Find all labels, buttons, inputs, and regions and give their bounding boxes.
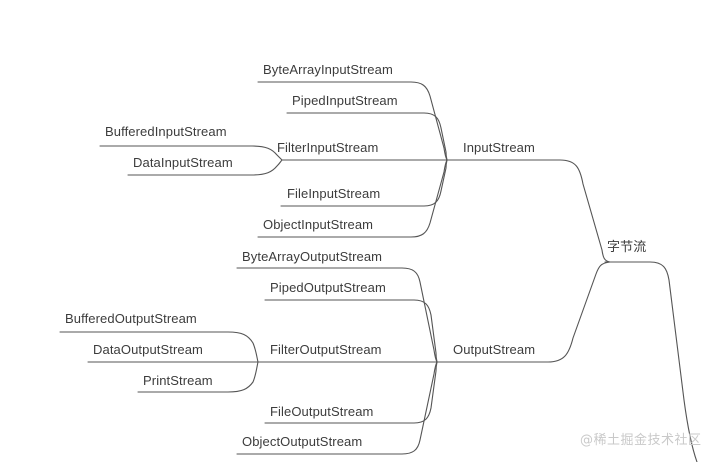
node-dataoutputstream[interactable]: DataOutputStream [93, 342, 203, 357]
wire-pipedoutputstream [264, 299, 438, 363]
wire-datainputstream [127, 159, 283, 176]
node-datainputstream[interactable]: DataInputStream [133, 155, 233, 170]
wire-pipedinputstream [286, 112, 448, 161]
wire-printstream [137, 361, 259, 393]
wire-outputstream-to-root [436, 261, 611, 363]
node-inputstream[interactable]: InputStream [463, 140, 535, 155]
wire-inputstream-to-root [446, 159, 611, 263]
node-objectinputstream[interactable]: ObjectInputStream [263, 217, 374, 232]
node-pipedoutputstream[interactable]: PipedOutputStream [270, 280, 386, 295]
node-bufferedoutputstream[interactable]: BufferedOutputStream [65, 311, 197, 326]
node-pipedinputstream[interactable]: PipedInputStream [292, 93, 398, 108]
node-filterinputstream[interactable]: FilterInputStream [277, 140, 379, 155]
node-bytearrayinputstream[interactable]: ByteArrayInputStream [263, 62, 393, 77]
node-root-byte-stream[interactable]: 字节流 [607, 240, 647, 255]
node-fileoutputstream[interactable]: FileOutputStream [270, 404, 374, 419]
node-fileinputstream[interactable]: FileInputStream [287, 186, 381, 201]
watermark: @稀土掘金技术社区 [580, 433, 702, 448]
node-bytearrayoutputstream[interactable]: ByteArrayOutputStream [242, 249, 383, 264]
output-branch-wires [59, 261, 698, 462]
wire-root-tail [604, 261, 698, 462]
node-outputstream[interactable]: OutputStream [453, 342, 536, 357]
node-objectoutputstream[interactable]: ObjectOutputStream [242, 434, 363, 449]
wire-objectoutputstream [236, 361, 438, 455]
node-printstream[interactable]: PrintStream [143, 373, 213, 388]
input-branch-wires [99, 81, 611, 263]
wire-bufferedinputstream [99, 145, 283, 161]
wire-objectinputstream [257, 159, 448, 238]
wire-bufferedoutputstream [59, 331, 259, 363]
node-filteroutputstream[interactable]: FilterOutputStream [270, 342, 382, 357]
node-bufferedinputstream[interactable]: BufferedInputStream [105, 124, 227, 139]
